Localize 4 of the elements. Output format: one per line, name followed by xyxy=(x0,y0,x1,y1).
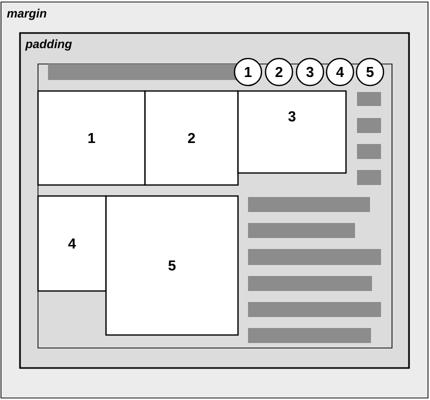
layout-box: 2 xyxy=(144,90,239,186)
layout-box: 3 xyxy=(237,90,347,174)
layout-box: 1 xyxy=(37,90,146,186)
layout-box: 4 xyxy=(37,195,107,292)
